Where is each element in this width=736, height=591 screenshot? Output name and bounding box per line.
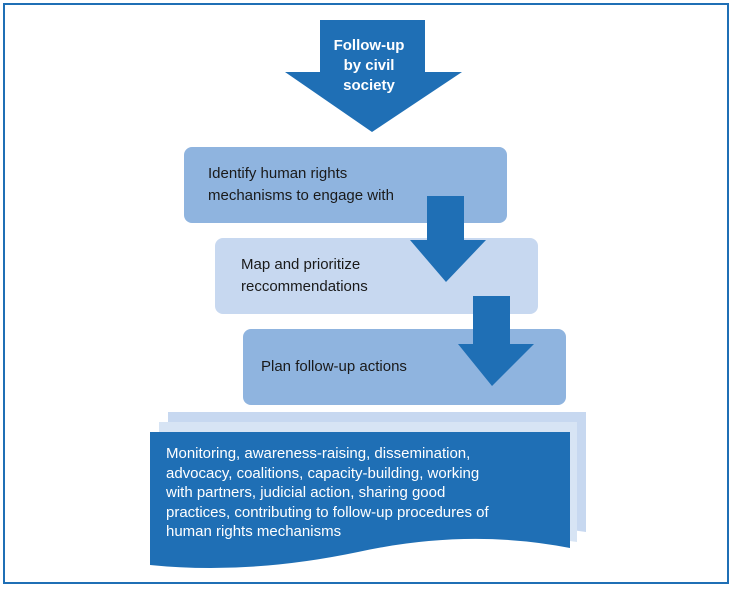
step-plan-actions: Plan follow-up actions — [243, 329, 566, 405]
step-2-text: Map and prioritize reccommendations — [241, 256, 368, 295]
activities-document-shape — [150, 412, 586, 569]
follow-up-label: Follow-up by civil society — [333, 37, 405, 94]
step-identify-mechanisms: Identify human rights mechanisms to enga… — [184, 147, 507, 223]
follow-up-arrow-icon — [285, 20, 462, 132]
activities-text: Monitoring, awareness-raising, dissemina… — [166, 445, 489, 540]
down-arrow-icon — [458, 296, 534, 386]
step-1-text: Identify human rights mechanisms to enga… — [208, 165, 394, 204]
step-3-text: Plan follow-up actions — [261, 358, 407, 375]
down-arrow-icon — [410, 196, 486, 282]
